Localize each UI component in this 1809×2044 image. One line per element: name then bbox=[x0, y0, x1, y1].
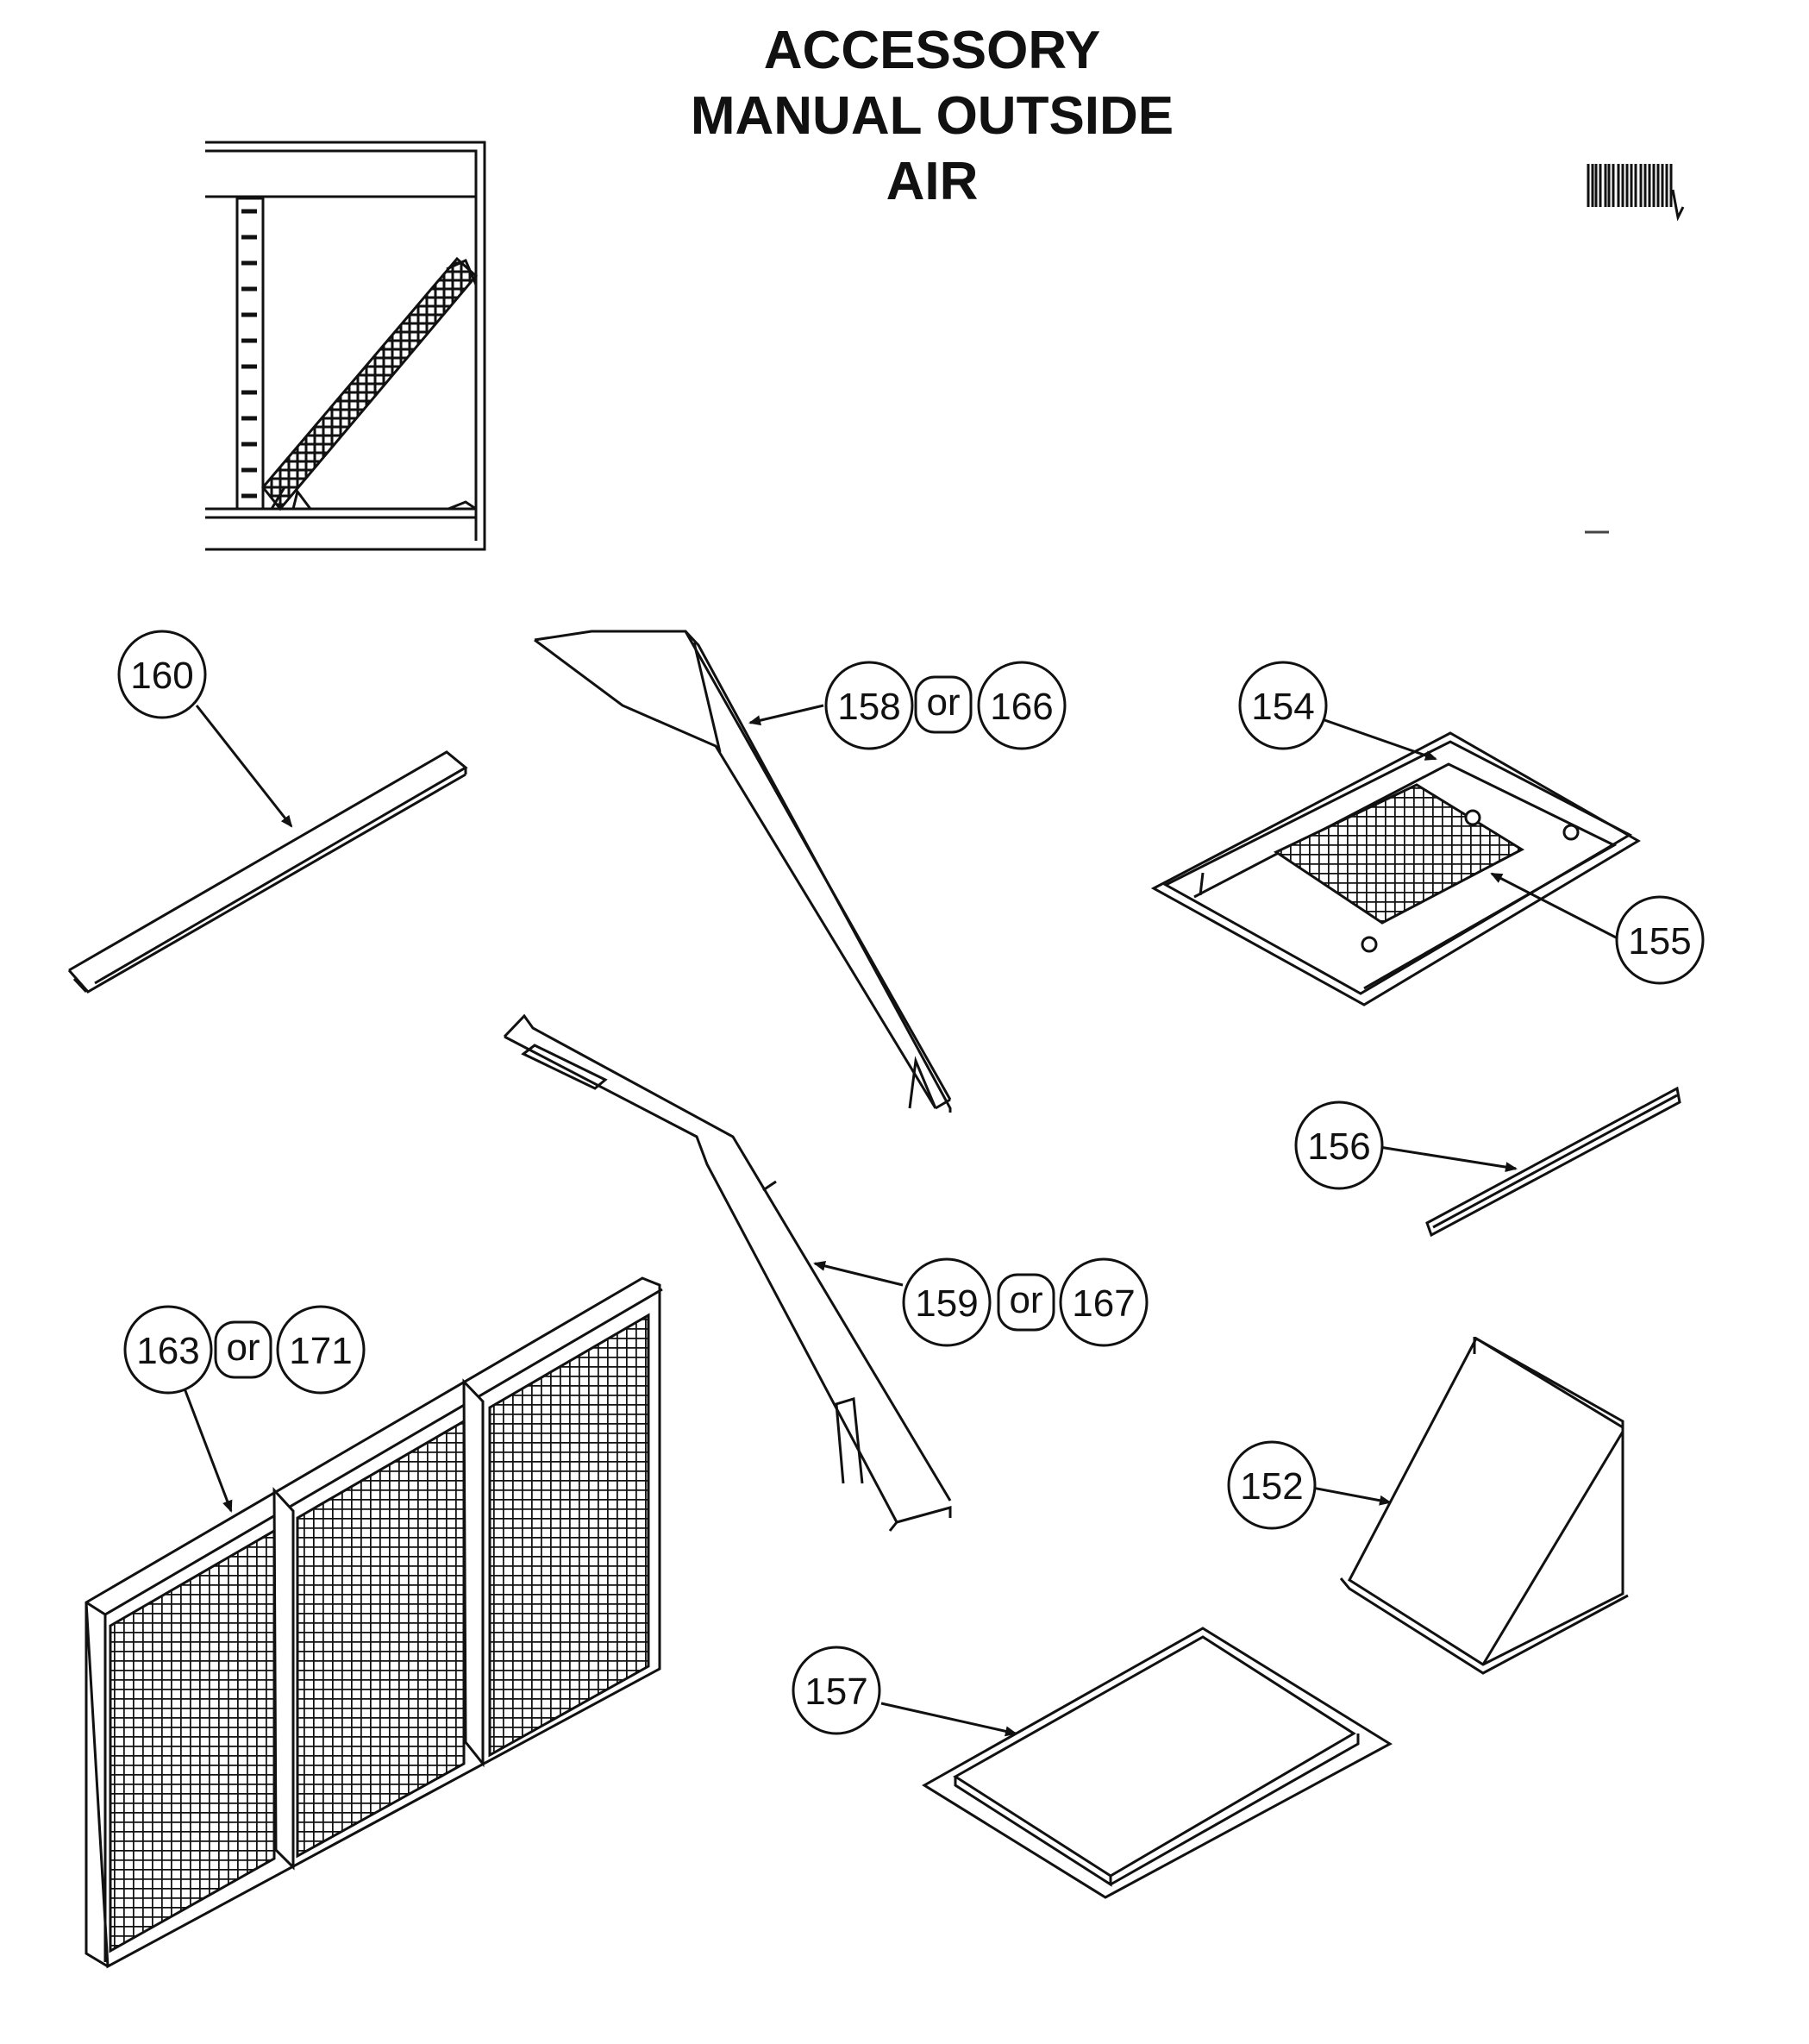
part-154-155-drawing bbox=[1150, 731, 1641, 1006]
callout-or-163-171: or bbox=[214, 1320, 272, 1379]
svg-text:154: 154 bbox=[1251, 686, 1314, 728]
callout-155: 155 bbox=[1615, 895, 1705, 985]
title-line-1: ACCESSORY bbox=[763, 21, 1101, 80]
callout-167: 167 bbox=[1059, 1257, 1149, 1347]
part-158-166-drawing bbox=[534, 630, 952, 1113]
callout-166: 166 bbox=[977, 661, 1067, 750]
svg-text:159: 159 bbox=[915, 1282, 978, 1325]
part-156-drawing bbox=[1425, 1086, 1681, 1238]
svg-text:167: 167 bbox=[1072, 1282, 1135, 1325]
callout-or-158-166: or bbox=[914, 675, 973, 734]
callout-157: 157 bbox=[792, 1646, 881, 1735]
title-line-3: AIR bbox=[886, 152, 979, 211]
callout-159: 159 bbox=[902, 1257, 992, 1347]
callout-152: 152 bbox=[1227, 1440, 1317, 1530]
barcode-mark bbox=[1587, 164, 1685, 222]
callout-163: 163 bbox=[123, 1305, 213, 1395]
part-159-167-drawing bbox=[503, 1013, 952, 1532]
part-160-drawing bbox=[67, 750, 468, 994]
callout-158: 158 bbox=[824, 661, 914, 750]
svg-text:155: 155 bbox=[1628, 920, 1691, 962]
svg-text:157: 157 bbox=[804, 1671, 867, 1713]
assembly-inset bbox=[205, 141, 486, 551]
callout-160: 160 bbox=[117, 630, 207, 719]
svg-text:or: or bbox=[926, 681, 960, 724]
callout-or-159-167: or bbox=[997, 1273, 1055, 1332]
title-line-2: MANUAL OUTSIDE bbox=[690, 86, 1174, 146]
leader-arrows bbox=[183, 704, 1622, 1737]
svg-text:156: 156 bbox=[1307, 1125, 1370, 1168]
svg-text:163: 163 bbox=[136, 1330, 199, 1372]
part-152-drawing bbox=[1339, 1336, 1629, 1675]
svg-text:or: or bbox=[226, 1326, 260, 1369]
svg-text:158: 158 bbox=[837, 686, 900, 728]
part-157-drawing bbox=[922, 1627, 1393, 1899]
callout-156: 156 bbox=[1294, 1100, 1384, 1190]
svg-text:171: 171 bbox=[289, 1330, 352, 1372]
callout-171: 171 bbox=[276, 1305, 366, 1395]
svg-text:or: or bbox=[1009, 1279, 1042, 1321]
svg-text:152: 152 bbox=[1240, 1465, 1303, 1508]
svg-text:160: 160 bbox=[130, 655, 193, 697]
callout-154: 154 bbox=[1238, 661, 1328, 750]
part-163-171-drawing bbox=[85, 1276, 663, 1969]
svg-text:166: 166 bbox=[990, 686, 1053, 728]
